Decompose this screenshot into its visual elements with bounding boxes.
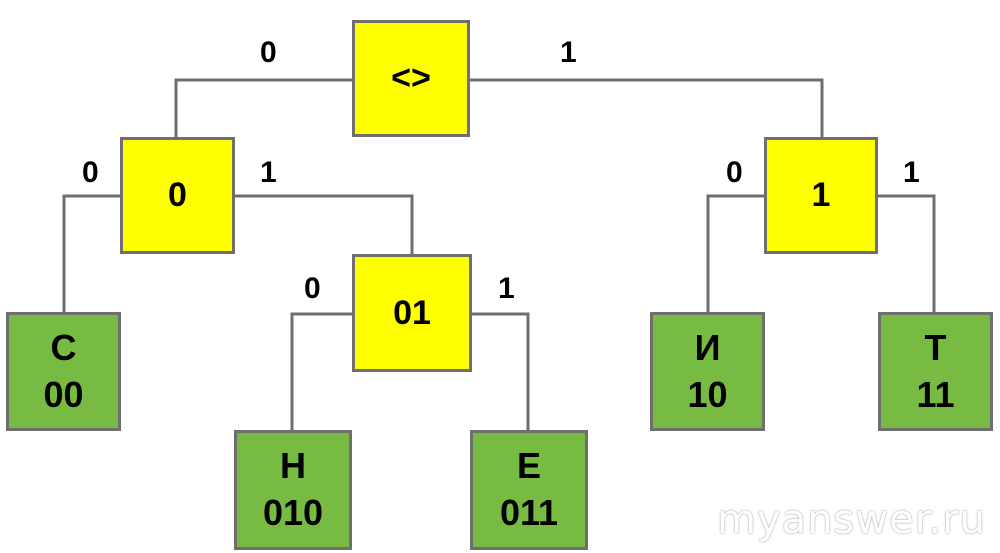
edge-label-n1-right: 1: [903, 156, 920, 189]
edge-root-n0: [174, 78, 352, 139]
edge-n0-s: [62, 194, 122, 314]
leaf-t-letter: Т: [924, 326, 947, 368]
leaf-s-letter: С: [50, 326, 77, 368]
leaf-t-code: 11: [916, 373, 955, 415]
edge-n01-n: [290, 312, 354, 432]
watermark-text: myanswer.ru: [717, 497, 986, 543]
leaf-t: Т 11: [878, 312, 993, 431]
leaf-n-letter: Н: [280, 445, 306, 487]
node-0: 0: [120, 137, 235, 254]
edge-n1-t: [876, 194, 936, 314]
node-1: 1: [764, 137, 878, 254]
node-01: 01: [352, 254, 472, 372]
leaf-s: С 00: [6, 312, 121, 431]
node-0-label: 0: [168, 176, 187, 215]
edge-root-n1: [470, 78, 824, 139]
edge-n01-e: [470, 312, 530, 432]
node-01-label: 01: [393, 293, 431, 332]
edge-label-root-right: 1: [560, 36, 577, 69]
edge-label-root-left: 0: [260, 36, 277, 69]
node-1-label: 1: [811, 176, 831, 215]
leaf-i-code: 10: [687, 373, 728, 415]
edge-label-n0-right: 1: [260, 156, 277, 189]
edge-n1-i: [706, 194, 766, 314]
leaf-n-code: 010: [262, 492, 324, 533]
leaf-e: Е 011: [470, 430, 588, 550]
edge-label-n1-left: 0: [726, 156, 743, 189]
edge-label-n01-left: 0: [304, 272, 321, 305]
node-root-label: <>: [391, 59, 431, 98]
leaf-e-letter: Е: [516, 445, 541, 487]
edge-label-n0-left: 0: [82, 156, 99, 189]
edge-n0-n01: [233, 194, 414, 256]
edge-label-n01-right: 1: [498, 272, 515, 305]
leaf-n: Н 010: [234, 430, 352, 550]
node-root: <>: [352, 20, 470, 137]
leaf-i-letter: И: [694, 326, 721, 368]
leaf-s-code: 00: [43, 373, 84, 415]
leaf-i: И 10: [650, 312, 765, 431]
leaf-e-code: 011: [499, 492, 559, 533]
